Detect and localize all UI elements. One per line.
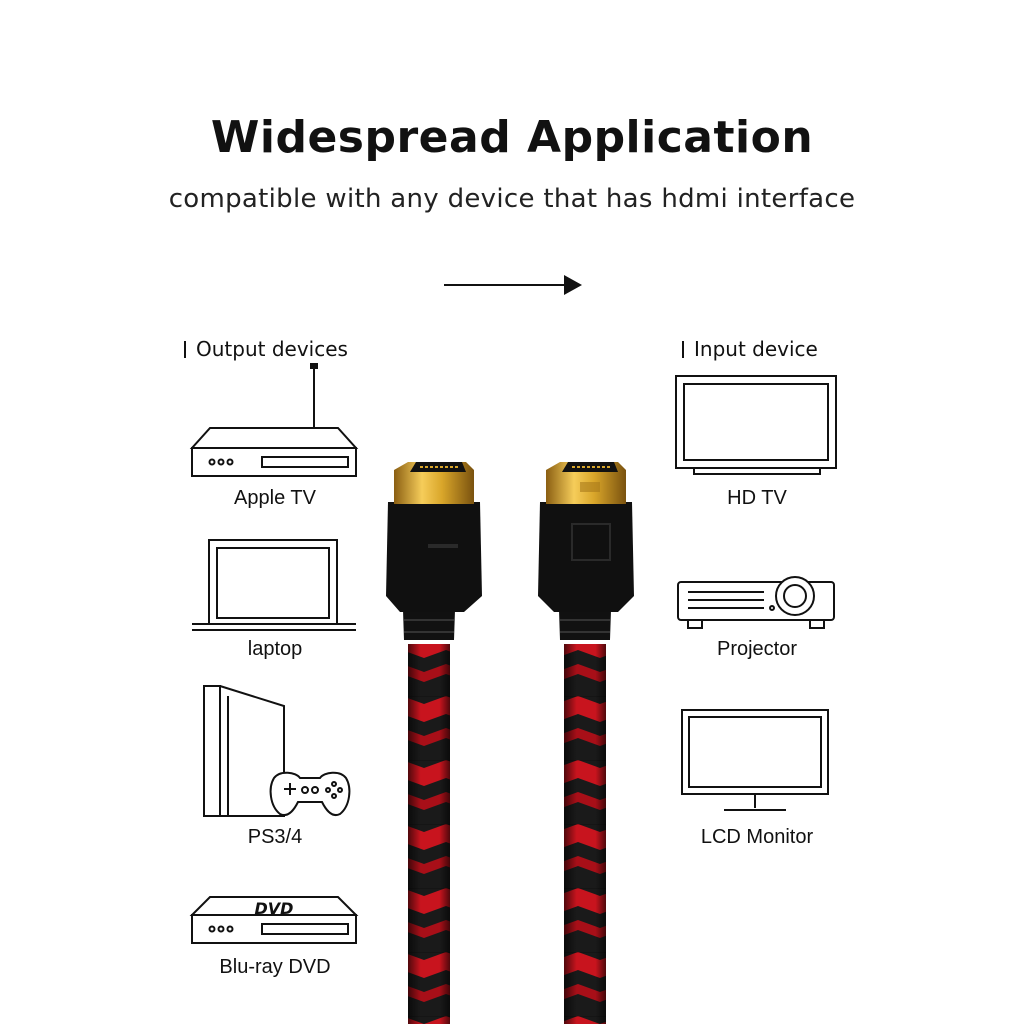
heading-bar bbox=[682, 341, 684, 358]
projector-icon bbox=[677, 576, 835, 629]
dvd-logo-text: DVD bbox=[255, 899, 294, 918]
device-label-lcd-monitor: LCD Monitor bbox=[700, 826, 814, 848]
input-devices-heading-text: Input device bbox=[694, 337, 818, 361]
output-devices-heading: Output devices bbox=[184, 337, 348, 361]
device-label-blu-ray-dvd: Blu-ray DVD bbox=[219, 956, 331, 978]
device-label-ps3-4: PS3/4 bbox=[247, 826, 303, 848]
left-hdmi-connector bbox=[386, 462, 482, 1024]
hdmi-cable-icon bbox=[386, 462, 634, 1024]
device-label-hd-tv: HD TV bbox=[727, 487, 787, 509]
page-title: Widespread Application bbox=[210, 112, 814, 163]
heading-bar bbox=[184, 341, 186, 358]
monitor-icon bbox=[681, 709, 829, 811]
device-label-apple-tv: Apple TV bbox=[234, 487, 316, 509]
output-devices-heading-text: Output devices bbox=[196, 337, 348, 361]
device-label-projector: Projector bbox=[716, 638, 798, 660]
set-top-box-antenna-icon bbox=[189, 363, 359, 477]
right-arrow-icon bbox=[444, 275, 582, 295]
laptop-icon bbox=[192, 539, 356, 631]
game-console-controller-icon bbox=[203, 685, 351, 817]
tv-icon bbox=[675, 375, 837, 475]
input-devices-heading: Input device bbox=[682, 337, 818, 361]
page-subtitle: compatible with any device that has hdmi… bbox=[168, 184, 856, 214]
dvd-player-icon: DVD bbox=[189, 896, 359, 944]
device-label-laptop: laptop bbox=[247, 638, 303, 660]
right-hdmi-connector bbox=[538, 462, 634, 1024]
